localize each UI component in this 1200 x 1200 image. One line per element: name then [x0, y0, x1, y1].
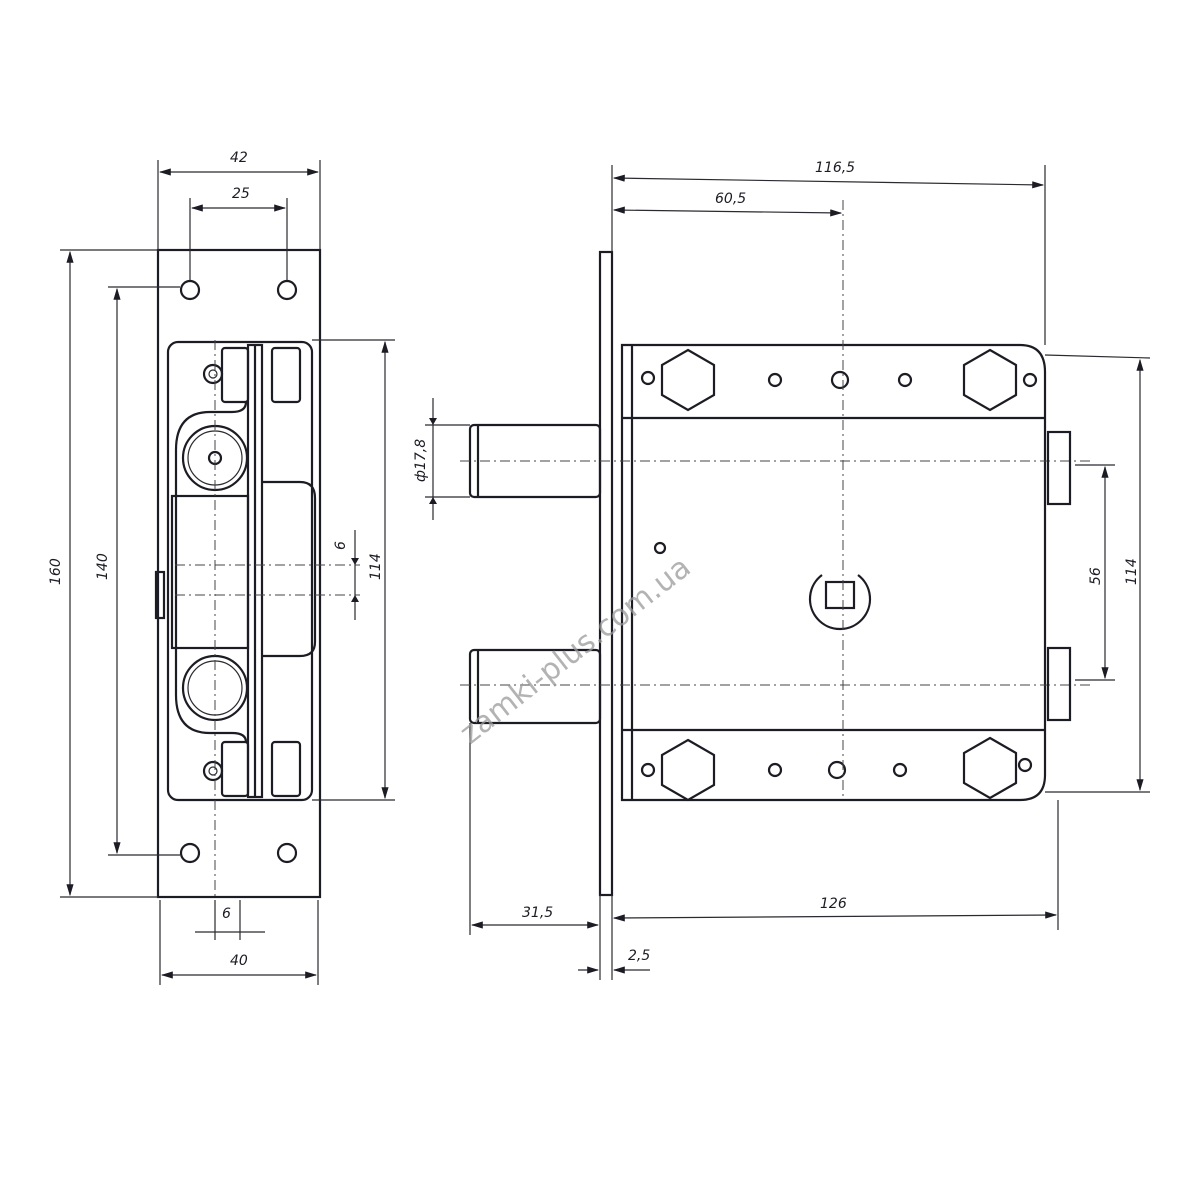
dim-40: 40: [230, 953, 248, 969]
latch-block: [170, 494, 250, 650]
dim-114-front: 114: [1124, 558, 1140, 585]
dim-6-offset: 6: [333, 541, 349, 550]
dim-126: 126: [820, 896, 847, 912]
hex-nuts: [660, 348, 1018, 802]
dim-31-5: 31,5: [522, 905, 553, 921]
side-dimensions: 42 25 160 140 114 6 6 40: [48, 150, 395, 985]
lock-frame: [166, 340, 314, 802]
mounting-holes: [179, 279, 298, 864]
front-view: 116,5 60,5 ф17,8 56 114 31,5 126 2,5: [413, 160, 1151, 980]
dim-bolt-diameter: ф17,8: [413, 439, 429, 482]
dim-25: 25: [232, 186, 250, 202]
dim-56: 56: [1088, 567, 1104, 585]
face-plate: [598, 250, 614, 897]
dim-2-5: 2,5: [628, 948, 650, 964]
dim-6-bottom: 6: [222, 906, 231, 922]
side-view: 42 25 160 140 114 6 6 40: [48, 150, 395, 985]
front-dimensions: 116,5 60,5 ф17,8 56 114 31,5 126 2,5: [413, 160, 1151, 980]
nuts: [202, 346, 302, 798]
dim-160: 160: [48, 558, 64, 585]
spindle-keyhole: [808, 574, 872, 631]
dim-140: 140: [95, 553, 111, 580]
lock-body: [620, 343, 1047, 802]
bolt-lower: [468, 648, 602, 725]
strike-lower: [1046, 646, 1072, 722]
dim-114-side: 114: [368, 553, 384, 580]
case-profile: [262, 480, 317, 658]
dim-42: 42: [230, 150, 248, 166]
strike-upper: [1046, 430, 1072, 506]
dim-60-5: 60,5: [715, 191, 746, 207]
adjustment-holes: [640, 370, 1038, 780]
mounting-plate: [156, 248, 322, 899]
dim-116-5: 116,5: [815, 160, 855, 176]
